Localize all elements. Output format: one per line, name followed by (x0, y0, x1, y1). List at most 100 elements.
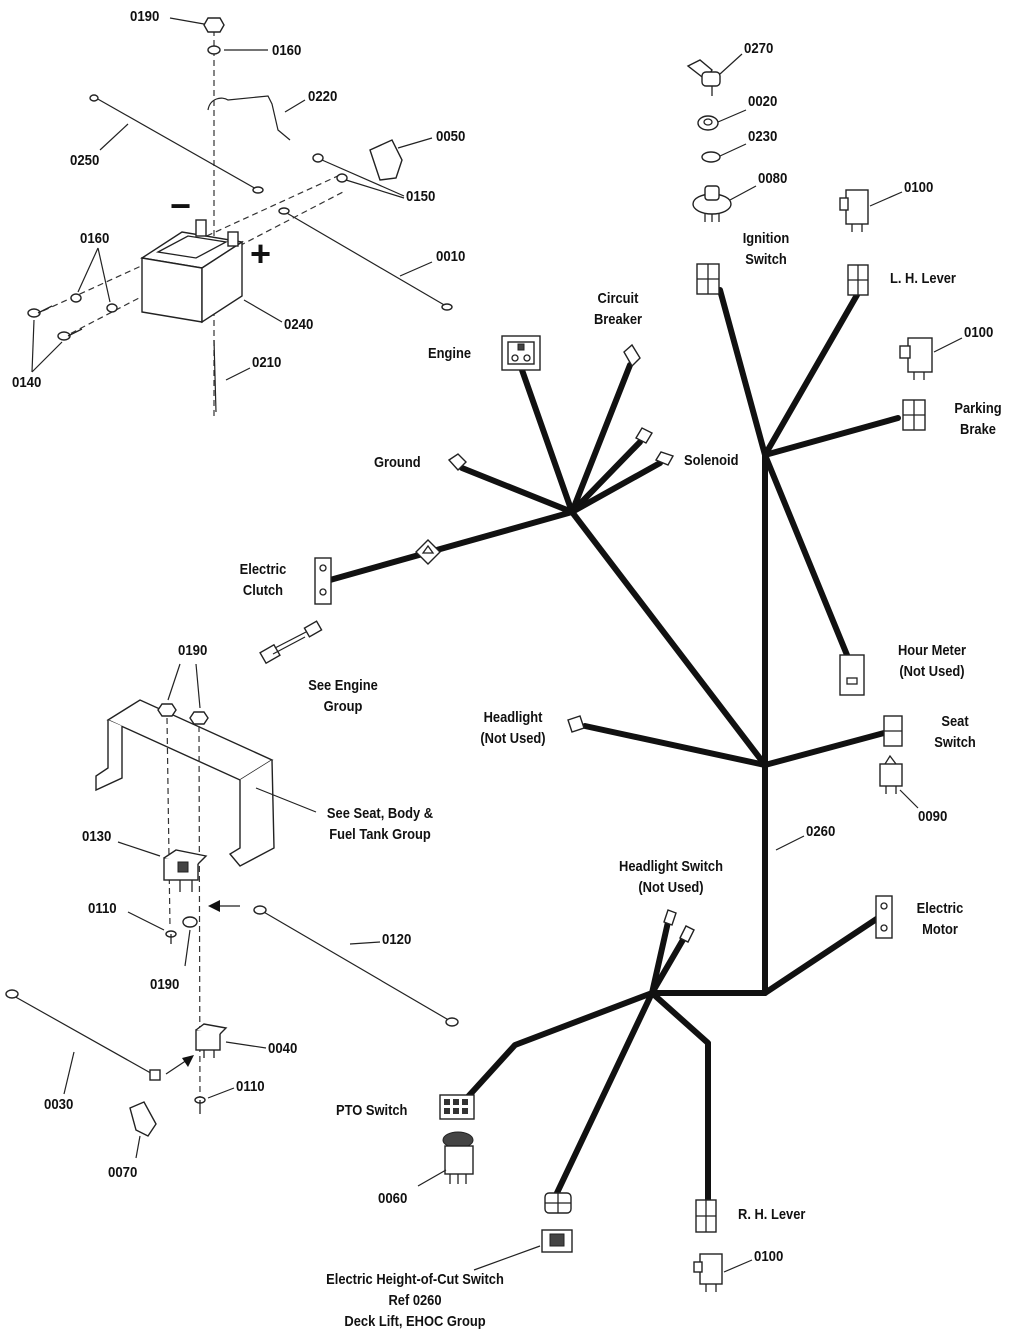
headlight-connector (567, 715, 585, 733)
part-number-0130: 0130 (82, 828, 112, 845)
battery-icon (140, 219, 244, 324)
ignition-nut-icon (697, 115, 719, 131)
part-number-0150: 0150 (406, 188, 436, 205)
circuit-breaker-icon (163, 849, 208, 892)
part-number-0100-bottom: 0100 (754, 1248, 784, 1265)
part-number-0030: 0030 (44, 1096, 74, 1113)
electric-clutch-connector (314, 557, 332, 605)
part-number-0090: 0090 (918, 808, 948, 825)
part-number-0040: 0040 (268, 1040, 298, 1057)
harness-branch-headlight (582, 723, 768, 768)
hour-meter-connector (839, 654, 865, 696)
rh-lever-connector (695, 1199, 717, 1233)
part-number-0120: 0120 (382, 931, 412, 948)
plunger-switch-icon-mid (899, 337, 933, 380)
harness-branch-hour-meter (762, 452, 850, 658)
part-number-0110-top: 0110 (88, 900, 117, 917)
battery-assembly (27, 17, 453, 420)
part-number-0160-left: 0160 (80, 230, 110, 247)
plunger-switch-icon-top (839, 189, 869, 232)
part-number-0140: 0140 (12, 374, 42, 391)
relay-icon (195, 1023, 228, 1058)
part-number-0110-low: 0110 (236, 1078, 265, 1095)
harness-branch-solenoid-1 (569, 439, 643, 515)
label-headlight: Headlight(Not Used) (480, 709, 546, 747)
harness-branch-headlight-switch-2 (649, 935, 687, 996)
part-number-0060: 0060 (378, 1190, 408, 1207)
part-number-0230: 0230 (748, 128, 778, 145)
label-hour-meter: Hour Meter(Not Used) (897, 642, 967, 680)
part-number-0010: 0010 (436, 248, 466, 265)
battery-plus-sign: + (250, 233, 272, 274)
part-number-0260: 0260 (806, 823, 836, 840)
headlight-switch-terminal-1 (663, 909, 677, 926)
inline-diode (415, 539, 441, 565)
circuit-breaker-terminal (623, 343, 641, 368)
part-number-0100-top: 0100 (904, 179, 934, 196)
harness-branch-parking-brake (762, 415, 901, 458)
harness-branch-left-node (569, 509, 768, 768)
electric-motor-connector (875, 895, 893, 939)
harness-branch-ehoc (553, 990, 655, 1198)
part-number-0190-bracket: 0190 (178, 642, 208, 659)
label-pto-switch: PTO Switch (336, 1102, 408, 1119)
part-number-0240: 0240 (284, 316, 314, 333)
harness-branch-headlight-switch-1 (649, 919, 671, 996)
part-number-0190-top: 0190 (130, 8, 160, 25)
seat-switch-connector (883, 715, 903, 747)
part-number-0270: 0270 (744, 40, 774, 57)
label-rh-lever: R. H. Lever (738, 1206, 806, 1223)
ignition-switch-body-icon (692, 185, 732, 222)
harness-branch-engine (519, 367, 575, 515)
part-number-0220: 0220 (308, 88, 338, 105)
part-number-0100-mid: 0100 (964, 324, 994, 341)
washer-icon (207, 45, 221, 55)
harness-branch-ground (459, 465, 575, 515)
battery-minus-sign: − (170, 185, 192, 226)
harness-branch-electric-clutch (327, 509, 575, 583)
label-engine: Engine (428, 345, 472, 362)
harness-branch-solenoid-2 (569, 460, 663, 515)
harness-branch-circuit-breaker (569, 362, 633, 515)
harness-connectors (314, 263, 926, 1233)
engine-connector (501, 335, 541, 371)
solenoid-terminal-2 (654, 451, 675, 466)
ehoc-connector (544, 1192, 572, 1214)
part-number-0190-low: 0190 (150, 976, 180, 993)
nut-icon (203, 17, 225, 33)
part-number-0160-top: 0160 (272, 42, 302, 59)
solenoid-terminal-1 (635, 427, 653, 444)
part-number-0050: 0050 (436, 128, 466, 145)
part-number-0020: 0020 (748, 93, 778, 110)
label-headlight-switch: Headlight Switch(Not Used) (619, 858, 723, 896)
plunger-switch-icon-bottom (693, 1253, 723, 1292)
seat-switch-icon (879, 754, 903, 794)
part-number-0070: 0070 (108, 1164, 138, 1181)
pto-connector (439, 1094, 475, 1120)
part-number-0250: 0250 (70, 152, 100, 169)
wire-harness (327, 287, 901, 1208)
part-number-0080: 0080 (758, 170, 788, 187)
bracket-assembly (5, 663, 459, 1159)
part-number-0210: 0210 (252, 354, 282, 371)
engine-pigtail-icon (259, 620, 323, 665)
lh-lever-connector (847, 264, 869, 296)
label-lh-lever: L. H. Lever (890, 270, 956, 287)
label-solenoid: Solenoid (684, 452, 739, 469)
ignition-parts (686, 59, 933, 794)
ehoc-switch-body-icon (541, 1229, 573, 1253)
ignition-connector (696, 263, 720, 295)
headlight-switch-terminal-2 (679, 925, 695, 943)
parking-brake-connector (902, 399, 926, 431)
harness-branch-pto (462, 990, 655, 1103)
harness-branch-ignition (717, 287, 768, 458)
harness-branch-rh-lever (649, 990, 711, 1208)
